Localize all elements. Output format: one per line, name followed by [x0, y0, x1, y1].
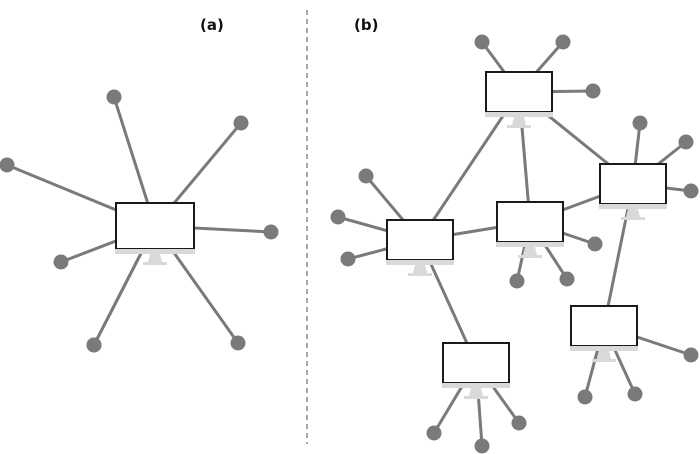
monitor-stand	[148, 254, 162, 262]
monitor-chin	[496, 242, 564, 247]
panel-label-a: (a)	[200, 16, 224, 34]
node-dot-icon	[358, 168, 374, 184]
node-dot-icon	[0, 157, 15, 173]
computer-monitor-icon	[115, 202, 195, 250]
monitor-chin	[386, 260, 454, 265]
node-dot-icon	[330, 209, 346, 225]
computer-monitor-icon	[570, 305, 638, 347]
leaves-layer	[0, 34, 699, 454]
monitor-stand	[413, 265, 427, 273]
node-dot-icon	[683, 347, 699, 363]
node-dot-icon	[678, 134, 694, 150]
node-dot-icon	[509, 273, 525, 289]
node-dot-icon	[86, 337, 102, 353]
node-dot-icon	[340, 251, 356, 267]
node-dot-icon	[511, 415, 527, 431]
monitor-stand	[626, 209, 640, 217]
node-dot-icon	[587, 236, 603, 252]
computer-monitor-icon	[496, 201, 564, 243]
hub-computer-top	[485, 71, 553, 128]
node-dot-icon	[106, 89, 122, 105]
node-dot-icon	[474, 438, 490, 454]
computer-monitor-icon	[599, 163, 667, 205]
hub-computer-bottom	[442, 342, 510, 399]
monitor-base	[143, 262, 167, 265]
node-dot-icon	[263, 224, 279, 240]
computer-monitor-icon	[485, 71, 553, 113]
hub-computer-right	[599, 163, 667, 220]
monitor-stand	[512, 117, 526, 125]
node-dot-icon	[559, 271, 575, 287]
node-dot-icon	[632, 115, 648, 131]
hub-computer-hub-a	[115, 202, 195, 265]
hub-computer-lower-right	[570, 305, 638, 362]
monitor-base	[592, 359, 616, 362]
monitor-base	[518, 255, 542, 258]
node-dot-icon	[555, 34, 571, 50]
monitor-base	[507, 125, 531, 128]
monitor-stand	[523, 247, 537, 255]
monitor-chin	[442, 383, 510, 388]
monitor-chin	[485, 112, 553, 117]
computer-monitor-icon	[386, 219, 454, 261]
monitor-stand	[597, 351, 611, 359]
node-dot-icon	[683, 183, 699, 199]
node-dot-icon	[426, 425, 442, 441]
hub-computer-center	[496, 201, 564, 258]
node-dot-icon	[577, 389, 593, 405]
hub-computer-left	[386, 219, 454, 276]
monitor-base	[621, 217, 645, 220]
node-dot-icon	[233, 115, 249, 131]
monitor-chin	[115, 249, 195, 254]
hubs-layer	[115, 71, 667, 399]
monitor-chin	[570, 346, 638, 351]
node-dot-icon	[230, 335, 246, 351]
node-dot-icon	[627, 386, 643, 402]
monitor-chin	[599, 204, 667, 209]
monitor-base	[464, 396, 488, 399]
panel-label-b: (b)	[354, 16, 378, 34]
node-dot-icon	[53, 254, 69, 270]
monitor-stand	[469, 388, 483, 396]
monitor-base	[408, 273, 432, 276]
node-dot-icon	[585, 83, 601, 99]
node-dot-icon	[474, 34, 490, 50]
computer-monitor-icon	[442, 342, 510, 384]
